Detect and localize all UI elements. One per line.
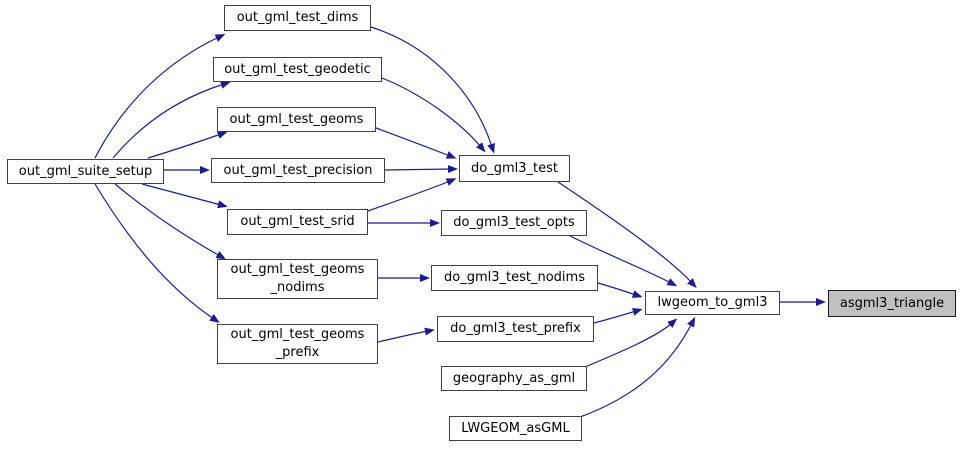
node-out_gml_test_geoms_prefix[interactable]: out_gml_test_geoms _prefix	[217, 324, 378, 364]
edge-out_gml_suite_setup-to-out_gml_test_srid	[141, 183, 228, 209]
edge-out_gml_test_srid-to-do_gml3_test	[367, 178, 457, 212]
node-lwgeom_to_gml3[interactable]: lwgeom_to_gml3	[645, 291, 780, 315]
node-do_gml3_test[interactable]: do_gml3_test	[459, 155, 570, 182]
edge-out_gml_suite_setup-to-out_gml_test_dims	[94, 34, 226, 159]
node-asgml3_triangle: asgml3_triangle	[828, 290, 956, 317]
node-do_gml3_test_opts[interactable]: do_gml3_test_opts	[441, 210, 587, 236]
node-out_gml_test_geoms[interactable]: out_gml_test_geoms	[217, 107, 376, 132]
node-out_gml_suite_setup[interactable]: out_gml_suite_setup	[7, 159, 164, 184]
node-LWGEOM_asGML[interactable]: LWGEOM_asGML	[449, 416, 582, 441]
node-out_gml_test_geoms_nodims[interactable]: out_gml_test_geoms _nodims	[217, 259, 378, 299]
edge-out_gml_test_geoms_prefix-to-do_gml3_test_prefix	[377, 327, 435, 343]
edge-out_gml_test_geodetic-to-do_gml3_test	[381, 77, 486, 153]
edge-LWGEOM_asGML-to-lwgeom_to_gml3	[579, 316, 696, 418]
node-do_gml3_test_prefix[interactable]: do_gml3_test_prefix	[437, 316, 594, 342]
edge-do_gml3_test_opts-to-lwgeom_to_gml3	[569, 235, 678, 287]
node-out_gml_test_srid[interactable]: out_gml_test_srid	[227, 209, 368, 235]
node-out_gml_test_geodetic[interactable]: out_gml_test_geodetic	[213, 57, 382, 82]
edge-out_gml_suite_setup-to-out_gml_test_geoms_prefix	[94, 183, 220, 323]
edge-out_gml_test_geoms-to-do_gml3_test	[375, 127, 457, 159]
edge-do_gml3_test-to-lwgeom_to_gml3	[557, 181, 697, 289]
node-geography_as_gml[interactable]: geography_as_gml	[441, 366, 587, 391]
node-out_gml_test_precision[interactable]: out_gml_test_precision	[211, 158, 385, 183]
node-do_gml3_test_nodims[interactable]: do_gml3_test_nodims	[431, 265, 598, 291]
edge-geography_as_gml-to-lwgeom_to_gml3	[584, 318, 678, 368]
edge-out_gml_test_dims-to-do_gml3_test	[370, 26, 495, 154]
edge-do_gml3_test_nodims-to-lwgeom_to_gml3	[597, 282, 643, 298]
edge-out_gml_test_precision-to-do_gml3_test	[384, 165, 458, 174]
edge-out_gml_suite_setup-to-out_gml_test_geodetic	[112, 81, 231, 159]
edge-out_gml_suite_setup-to-out_gml_test_geoms	[147, 131, 228, 159]
node-out_gml_test_dims[interactable]: out_gml_test_dims	[224, 5, 371, 31]
edge-out_gml_suite_setup-to-out_gml_test_geoms_nodims	[114, 183, 227, 260]
edge-do_gml3_test_prefix-to-lwgeom_to_gml3	[593, 308, 643, 324]
